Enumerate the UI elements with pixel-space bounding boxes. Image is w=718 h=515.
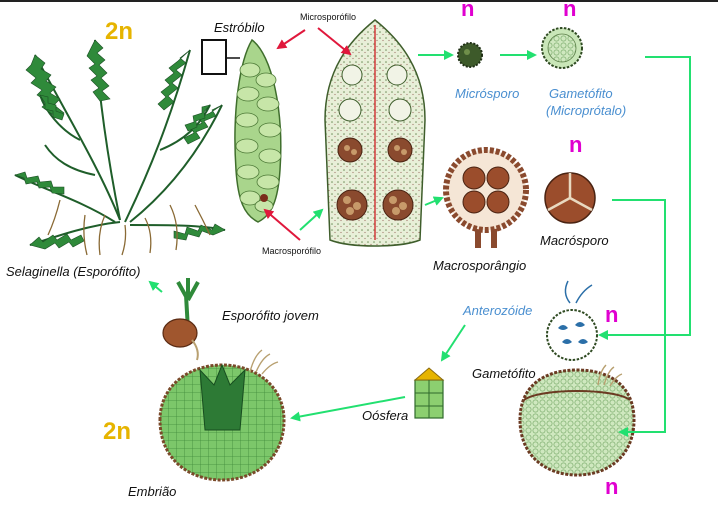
oosphere bbox=[413, 367, 445, 419]
ploidy-n-microsporo: n bbox=[461, 0, 475, 21]
macrospore bbox=[544, 172, 596, 224]
microspore bbox=[457, 42, 483, 68]
ploidy-n-macro-gametofito: n bbox=[605, 474, 619, 499]
male-gametophyte bbox=[546, 280, 598, 361]
label-anterozoide: Anterozóide bbox=[463, 303, 533, 318]
label-embriao: Embrião bbox=[128, 484, 177, 499]
label-macrosporangio: Macrosporângio bbox=[433, 258, 527, 273]
label-microsporofilo: Microsporófilo bbox=[300, 12, 357, 22]
ploidy-2n-embryo: 2n bbox=[103, 418, 132, 445]
macrosporangium bbox=[443, 147, 529, 248]
ploidy-n-microprotalo: n bbox=[563, 0, 577, 21]
strobilus-cone bbox=[234, 38, 282, 223]
female-gametophyte bbox=[518, 364, 636, 477]
strobilus-section bbox=[324, 19, 426, 247]
label-macrosporofilo: Macrosporófilo bbox=[262, 246, 322, 256]
embryo bbox=[158, 349, 286, 482]
label-selaginella: Selaginella (Esporófito) bbox=[6, 264, 141, 279]
selaginella-plant bbox=[14, 39, 226, 256]
young-sporophyte bbox=[162, 278, 200, 361]
ploidy-2n-sporophyte: 2n bbox=[105, 18, 134, 45]
label-gametofito: Gametófito bbox=[472, 366, 536, 381]
label-microsporo: Micrósporo bbox=[455, 86, 520, 101]
ploidy-n-gametofito: n bbox=[605, 302, 619, 327]
red-arrows bbox=[263, 27, 352, 241]
label-macrosporo: Macrósporo bbox=[540, 233, 609, 248]
label-gametofito-micro-1: Gametófito bbox=[549, 86, 613, 101]
label-esporofito-jovem: Esporófito jovem bbox=[222, 308, 319, 323]
label-oosfera: Oósfera bbox=[362, 408, 409, 423]
top-border bbox=[0, 0, 718, 2]
strobilus-highlight-box bbox=[201, 39, 227, 75]
label-estrobilo: Estróbilo bbox=[214, 20, 265, 35]
microprothallus bbox=[541, 27, 583, 69]
ploidy-n-macrosporo: n bbox=[569, 132, 583, 157]
green-arrows bbox=[148, 50, 691, 437]
label-gametofito-micro-2: (Microprótalo) bbox=[546, 103, 627, 118]
